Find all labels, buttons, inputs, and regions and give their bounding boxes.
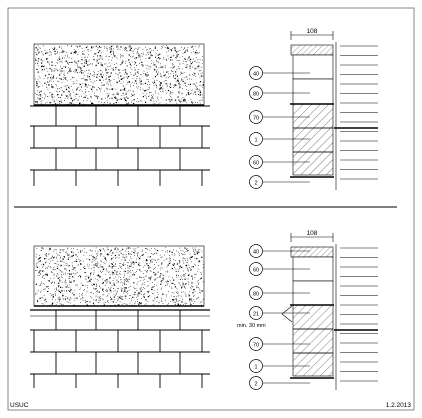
section-bottom — [281, 246, 378, 379]
gap-note: min. 30 mm — [237, 323, 266, 329]
callout-40: 40 — [249, 244, 310, 258]
section-top — [290, 44, 378, 178]
callout-label: 40 — [253, 249, 259, 255]
dimension-label: 108 — [307, 28, 318, 35]
dimension-108-top: 108 — [290, 28, 334, 40]
callout-80: 80 — [249, 286, 310, 300]
callout-80: 80 — [249, 86, 310, 100]
callout-label: 80 — [253, 91, 259, 97]
callout-70: 70 — [249, 110, 310, 124]
callout-label: 2 — [254, 180, 257, 186]
callout-1: 1 — [249, 359, 310, 373]
callout-label: 1 — [254, 364, 257, 370]
callout-40: 40 — [249, 66, 310, 80]
callout-21: 21 — [249, 306, 310, 320]
panel-bottom: 108 min. 30 mm 40 60 80 21 70 1 2 — [30, 230, 378, 390]
brick-wall-top — [30, 105, 210, 186]
board-lines-bottom — [335, 244, 378, 390]
footer-date: 1.2.2013 — [386, 402, 412, 409]
dimension-label: 108 — [307, 230, 318, 237]
callout-label: 60 — [253, 267, 259, 273]
callout-label: 70 — [253, 115, 259, 121]
callout-60: 60 — [249, 262, 310, 276]
callout-70: 70 — [249, 337, 310, 351]
brick-wall-bottom — [30, 309, 210, 388]
callout-label: 21 — [253, 311, 259, 317]
callout-label: 70 — [253, 342, 259, 348]
callout-2: 2 — [249, 376, 310, 390]
callout-2: 2 — [249, 175, 310, 189]
footer-left-text: USUC — [10, 402, 29, 409]
callout-60: 60 — [249, 155, 310, 169]
sheet-frame — [7, 7, 415, 411]
callouts-top: 40 80 70 1 60 2 — [249, 66, 310, 189]
callout-label: 80 — [253, 291, 259, 297]
callouts-bottom: 40 60 80 21 70 1 2 — [249, 244, 310, 390]
board-lines-top — [335, 42, 378, 190]
callout-1: 1 — [249, 132, 310, 146]
dimension-108-bottom: 108 — [290, 230, 334, 242]
gravel-block-top — [33, 43, 205, 106]
callout-label: 1 — [254, 137, 257, 143]
callout-label: 60 — [253, 160, 259, 166]
gravel-block-bottom — [33, 245, 205, 307]
panel-top: 108 40 80 70 1 60 2 — [30, 28, 378, 190]
callout-label: 40 — [253, 71, 259, 77]
callout-label: 2 — [254, 381, 257, 387]
